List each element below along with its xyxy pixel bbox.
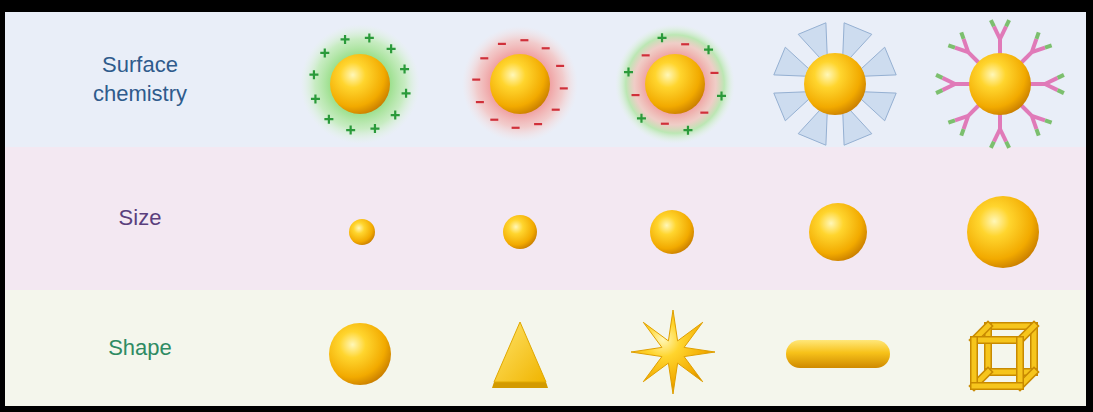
antibody-tip	[1006, 20, 1009, 26]
cage-edge-shadow	[970, 340, 978, 386]
gold-nanoparticle	[645, 54, 705, 114]
cage-edge	[974, 384, 1020, 389]
positive-charge	[704, 45, 713, 54]
antibody-stem	[955, 82, 970, 86]
positive-charge	[311, 94, 320, 103]
antibody-tip	[948, 120, 955, 122]
gold-nanoparticle	[650, 210, 694, 254]
cage-edge-shadow	[974, 336, 1020, 344]
antibody-tip	[1058, 90, 1064, 93]
antibody-stem	[998, 39, 1002, 54]
negative-charge	[520, 39, 528, 41]
triangle-edge	[492, 382, 548, 388]
negative-charge	[681, 43, 689, 45]
cage-edge	[972, 340, 977, 386]
label-cell: Size	[5, 204, 275, 233]
negative-charge	[480, 57, 488, 59]
gold-nanoparticle	[804, 53, 866, 115]
gold-nanoparticle	[503, 215, 537, 249]
positive-charge	[324, 115, 333, 124]
positive-charge	[717, 91, 726, 100]
antibody-tip	[948, 45, 955, 47]
antibody-stem	[998, 114, 1002, 129]
charge-glow	[615, 24, 735, 144]
antibody-tip	[991, 142, 994, 148]
positive-charge	[402, 89, 411, 98]
charge-glow	[462, 26, 578, 142]
shape-band: Shape	[5, 290, 1086, 406]
antibody-tip	[1058, 75, 1064, 78]
gold-nanoparticle	[329, 323, 391, 385]
positive-charge	[658, 33, 667, 42]
gold-nanoparticle	[969, 53, 1031, 115]
negative-charge	[710, 72, 718, 74]
antibody-tip	[1006, 142, 1009, 148]
nanorod	[786, 340, 890, 368]
antibody-tip	[991, 20, 994, 26]
antibody-tip	[1045, 120, 1052, 122]
negative-charge	[552, 109, 560, 111]
negative-charge	[476, 101, 484, 103]
antibody-tip	[961, 32, 963, 39]
size-band: Size	[5, 147, 1086, 290]
negative-charge	[632, 94, 640, 96]
negative-charge	[534, 123, 542, 125]
positive-charge	[320, 48, 329, 57]
positive-charge	[683, 126, 692, 135]
cage-edge-shadow	[1016, 340, 1024, 386]
cage-edge	[1018, 340, 1023, 386]
negative-charge	[560, 87, 568, 89]
positive-charge	[391, 111, 400, 120]
positive-charge	[365, 33, 374, 42]
gold-nanoparticle	[349, 219, 375, 245]
cage-edge-shadow	[974, 382, 1020, 390]
nanostar	[631, 310, 715, 394]
gold-nanoparticle	[967, 196, 1039, 268]
negative-charge	[498, 43, 506, 45]
positive-charge	[341, 35, 350, 44]
cage-edge	[974, 338, 1020, 343]
antibody-tip	[936, 90, 942, 93]
label-cell: Surface chemistry	[5, 51, 275, 108]
antibody-tip	[936, 75, 942, 78]
gold-nanoparticle	[490, 54, 550, 114]
antibody-tip	[1036, 32, 1038, 39]
antibody-tip	[1045, 45, 1052, 47]
negative-charge	[661, 123, 669, 125]
positive-charge	[370, 124, 379, 133]
negative-charge	[642, 54, 650, 56]
negative-charge	[512, 127, 520, 129]
negative-charge	[490, 119, 498, 121]
charge-glow	[300, 24, 420, 144]
antibody-tip	[961, 129, 963, 136]
negative-charge	[472, 79, 480, 81]
positive-charge	[400, 65, 409, 74]
antibody-tip	[1036, 129, 1038, 136]
positive-charge	[387, 44, 396, 53]
negative-charge	[700, 112, 708, 114]
negative-charge	[556, 65, 564, 67]
positive-charge	[346, 126, 355, 135]
gold-nanoparticle	[330, 54, 390, 114]
antibody-stem	[1030, 82, 1045, 86]
negative-charge	[542, 47, 550, 49]
positive-charge	[309, 70, 318, 79]
gold-nanoparticle	[809, 203, 867, 261]
row-label: Surface chemistry	[55, 51, 225, 108]
label-cell: Shape	[5, 334, 275, 363]
positive-charge	[624, 68, 633, 77]
row-label: Shape	[108, 334, 172, 363]
row-label: Size	[119, 204, 162, 233]
positive-charge	[637, 114, 646, 123]
